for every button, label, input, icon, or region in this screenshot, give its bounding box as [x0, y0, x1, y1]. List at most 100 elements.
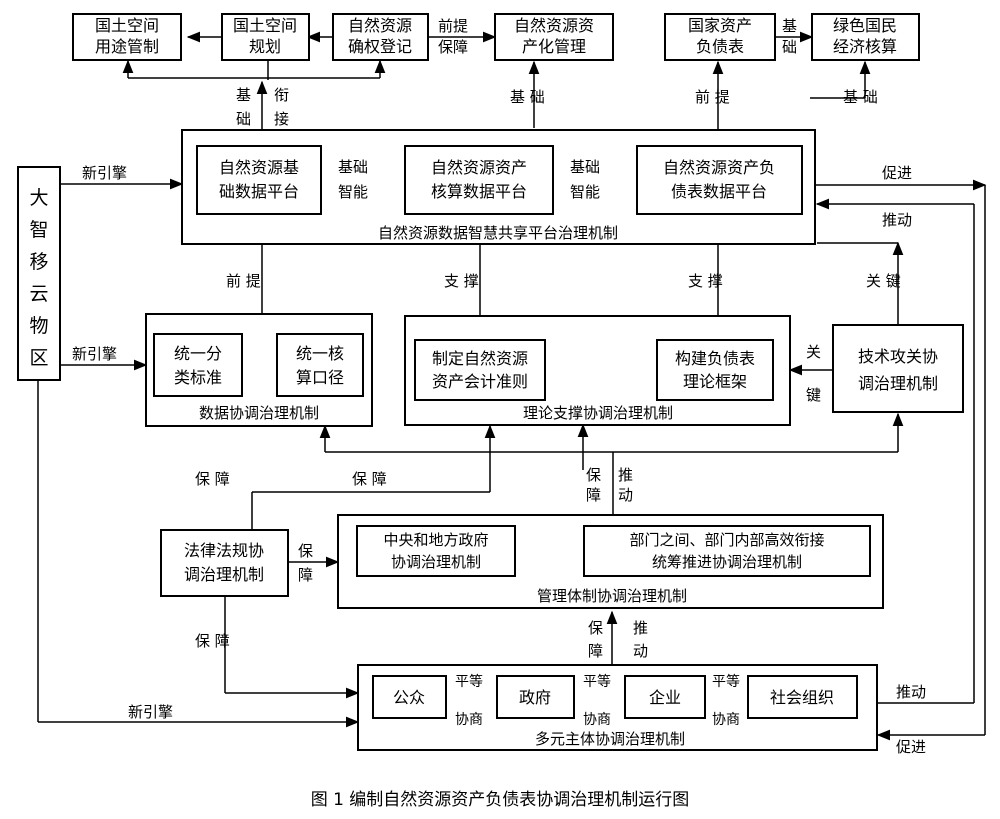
zone-char-1: 大	[29, 187, 48, 209]
label-support-2: 支 撑	[688, 272, 723, 290]
label-smart-1: 智能	[338, 183, 368, 201]
label-equal-1: 平等	[455, 673, 483, 690]
box-green-gdp: 绿色国民 经济核算	[811, 13, 920, 61]
label-basis-1: 基础	[338, 158, 368, 176]
liability-line2: 债表数据平台	[671, 182, 767, 201]
box-government: 政府	[496, 675, 575, 719]
label-zhang-1: 障	[586, 486, 601, 504]
label-push-2: 推动	[896, 683, 926, 701]
green-line1: 绿色国民	[833, 16, 897, 35]
label-guarantee: 保障	[438, 38, 468, 56]
box-liability-data-platform: 自然资源资产负 债表数据平台	[636, 145, 803, 215]
label-consult-3: 协商	[712, 712, 740, 728]
box-enterprise: 企业	[624, 675, 706, 719]
box-rights-registration: 自然资源 确权登记	[332, 13, 429, 61]
land-plan-line1: 国土空间	[233, 16, 297, 35]
public-label: 公众	[393, 688, 425, 707]
zone-char-3: 移	[29, 251, 48, 273]
label-equal-2: 平等	[583, 673, 611, 690]
asset-mgmt-line2: 产化管理	[522, 37, 586, 56]
central-line2: 协调治理机制	[391, 553, 481, 571]
enterprise-label: 企业	[649, 688, 681, 707]
box-unified-calculation: 统一核 算口径	[276, 333, 364, 397]
unify-class-line1: 统一分	[174, 344, 222, 363]
label-bao-3: 保	[588, 619, 603, 637]
basic-line2: 础数据平台	[219, 182, 299, 201]
platform-title: 自然资源数据智慧共享平台治理机制	[378, 224, 618, 242]
label-consult-2: 协商	[583, 712, 611, 728]
box-theory-framework: 构建负债表 理论框架	[656, 339, 774, 401]
box-tech-breakthrough: 技术攻关协 调治理机制	[832, 324, 964, 413]
label-push-1: 推动	[882, 211, 912, 229]
central-line1: 中央和地方政府	[383, 531, 488, 549]
mgmt-title: 管理体制协调治理机制	[537, 587, 687, 605]
framework-line2: 理论框架	[683, 372, 747, 391]
label-consult-1: 协商	[455, 712, 483, 728]
standard-line1: 制定自然资源	[432, 349, 528, 368]
label-chu: 础	[782, 38, 797, 56]
standard-line2: 资产会计准则	[432, 372, 528, 391]
box-accounting-standard: 制定自然资源 资产会计准则	[414, 339, 546, 401]
label-zhang-2: 障	[298, 566, 313, 584]
box-law-regulation: 法律法规协 调治理机制	[160, 529, 289, 597]
zone-char-6: 区	[29, 347, 48, 369]
box-big-data-zone: 大 智 移 云 物 区	[17, 166, 61, 381]
label-dong-1: 动	[618, 486, 633, 504]
label-bao-1: 保	[586, 466, 601, 484]
label-base-ji: 基	[236, 86, 251, 104]
label-new-engine-2: 新引擎	[72, 345, 117, 363]
label-basis-accounting: 基 础	[510, 88, 545, 106]
label-new-engine-1: 新引擎	[82, 164, 127, 182]
label-ji: 基	[782, 17, 797, 35]
social-label: 社会组织	[770, 688, 834, 707]
rights-line1: 自然资源	[348, 16, 412, 35]
label-guarantee-2: 保 障	[352, 470, 387, 488]
box-basic-data-platform: 自然资源基 础数据平台	[196, 145, 322, 215]
label-bao-2: 保	[298, 542, 313, 560]
label-key-h: 关 键	[866, 272, 901, 290]
label-zhang-3: 障	[588, 642, 603, 660]
multi-title: 多元主体协调治理机制	[535, 730, 685, 748]
land-use-line1: 国土空间	[95, 16, 159, 35]
gov-label: 政府	[519, 688, 551, 707]
land-use-line2: 用途管制	[95, 37, 159, 56]
box-accounting-data-platform: 自然资源资产 核算数据平台	[404, 145, 554, 215]
label-promote-2: 促进	[896, 738, 926, 756]
label-guarantee-3: 保 障	[195, 632, 230, 650]
zone-char-5: 物	[29, 315, 48, 337]
label-guarantee-1: 保 障	[195, 470, 230, 488]
accounting-line2: 核算数据平台	[431, 182, 527, 201]
unify-calc-line1: 统一核	[296, 344, 344, 363]
law-line2: 调治理机制	[184, 565, 264, 584]
asset-mgmt-line1: 自然资源资	[514, 16, 594, 35]
label-guan: 关	[806, 343, 821, 361]
box-department: 部门之间、部门内部高效衔接 统筹推进协调治理机制	[583, 525, 871, 577]
tech-line2: 调治理机制	[858, 374, 938, 393]
liability-line1: 自然资源资产负	[663, 158, 775, 177]
box-central-local: 中央和地方政府 协调治理机制	[356, 525, 516, 577]
accounting-line1: 自然资源资产	[431, 158, 527, 177]
unify-calc-line2: 算口径	[296, 368, 344, 387]
theory-mech-title: 理论支撑协调治理机制	[523, 404, 673, 422]
label-support-1: 支 撑	[444, 272, 479, 290]
tech-line1: 技术攻关协	[858, 347, 938, 366]
label-dong-2: 动	[633, 642, 648, 660]
box-social-org: 社会组织	[747, 675, 858, 719]
zone-char-2: 智	[29, 219, 48, 241]
dept-line2: 统筹推进协调治理机制	[652, 553, 802, 571]
box-land-use-control: 国土空间 用途管制	[72, 13, 182, 61]
balance-line2: 负债表	[696, 37, 744, 56]
label-new-engine-3: 新引擎	[128, 703, 173, 721]
basic-line1: 自然资源基	[219, 158, 299, 177]
box-unified-classification: 统一分 类标准	[153, 333, 243, 397]
label-basis-green: 基 础	[843, 88, 878, 106]
dept-line1: 部门之间、部门内部高效衔接	[629, 531, 824, 549]
label-jian: 键	[806, 386, 821, 404]
label-premise-mid: 前 提	[226, 272, 261, 290]
box-land-planning: 国土空间 规划	[221, 13, 310, 61]
label-xian: 衔	[274, 86, 289, 104]
label-promote-1: 促进	[882, 164, 912, 182]
label-basis-2: 基础	[570, 158, 600, 176]
unify-class-line2: 类标准	[174, 368, 222, 387]
